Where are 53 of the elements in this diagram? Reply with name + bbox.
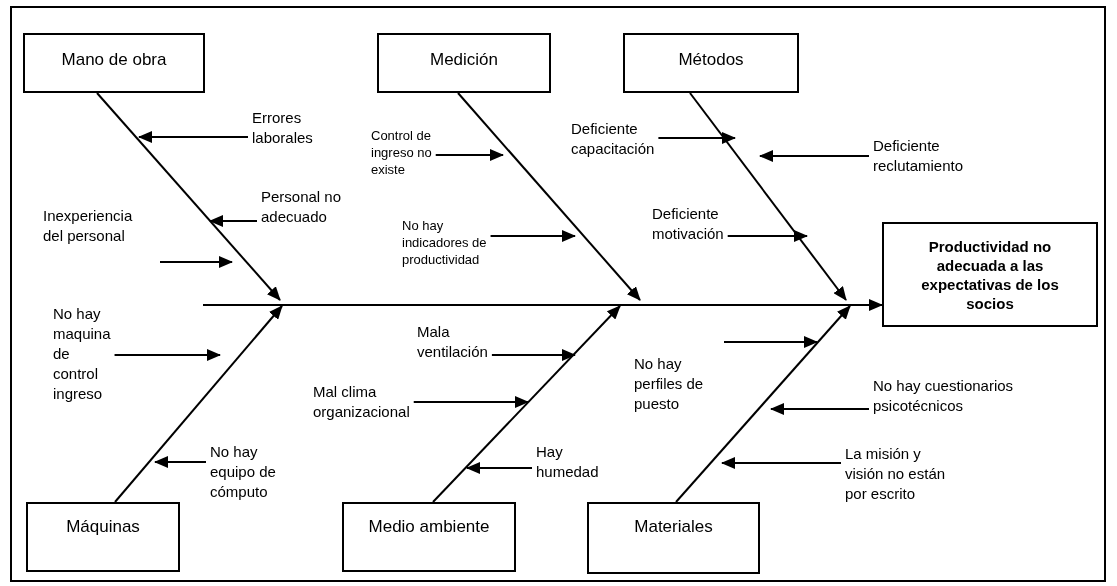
cause-label: Errores laborales [252,108,314,148]
cause-label: No hay indicadores de productividad [402,217,488,268]
cause-label: Inexperiencia del personal [43,206,134,246]
category-label: Máquinas [66,516,140,537]
cause-label: No hay equipo de cómputo [210,442,277,502]
category-box [587,502,760,574]
cause-label: No hay perfiles de puesto [634,354,705,414]
category-label: Medio ambiente [368,516,490,537]
category-box [377,33,551,93]
cause-label: Deficiente capacitación [571,119,656,159]
arrow [759,150,870,162]
arrow [159,256,233,268]
arrow [490,349,576,361]
category-label: Medición [429,49,498,70]
category-label: Materiales [634,516,713,537]
arrow [721,457,842,469]
category-label: Mano de obra [61,49,167,70]
arrow [689,92,847,301]
category-label: Métodos [678,49,744,70]
arrow [114,305,283,503]
arrow [432,305,621,503]
category-box [26,502,180,572]
cause-label: Deficiente motivación [652,204,725,244]
arrow [489,230,576,242]
cause-label: No hay maquina de control ingreso [53,304,112,404]
arrow [726,230,808,242]
arrow [202,299,883,311]
arrow [770,403,870,415]
cause-label: Mala ventilación [417,322,489,362]
arrow [434,149,504,161]
category-box [623,33,799,93]
effect-box [882,222,1098,327]
effect-label: Productividad no adecuada a las expectativas de los socios [920,236,1060,313]
arrow [466,462,533,474]
cause-label: Deficiente reclutamiento [873,136,965,176]
arrow [154,456,207,468]
cause-label: Mal clima organizacional [313,382,411,422]
cause-label: Hay humedad [536,442,600,482]
arrow [457,92,641,301]
arrow [138,131,249,143]
category-box [342,502,516,572]
cause-label: Personal no adecuado [261,187,343,227]
arrow [657,132,736,144]
cause-label: Control de ingreso no existe [371,127,433,178]
arrow [96,92,281,301]
category-box [23,33,205,93]
cause-label: No hay cuestionarios psicotécnicos [873,376,1015,416]
arrow [412,396,529,408]
arrow [209,215,258,227]
arrow [675,305,851,503]
cause-label: La misión y visión no están por escrito [845,444,947,504]
arrow [723,336,818,348]
arrow [113,349,221,361]
